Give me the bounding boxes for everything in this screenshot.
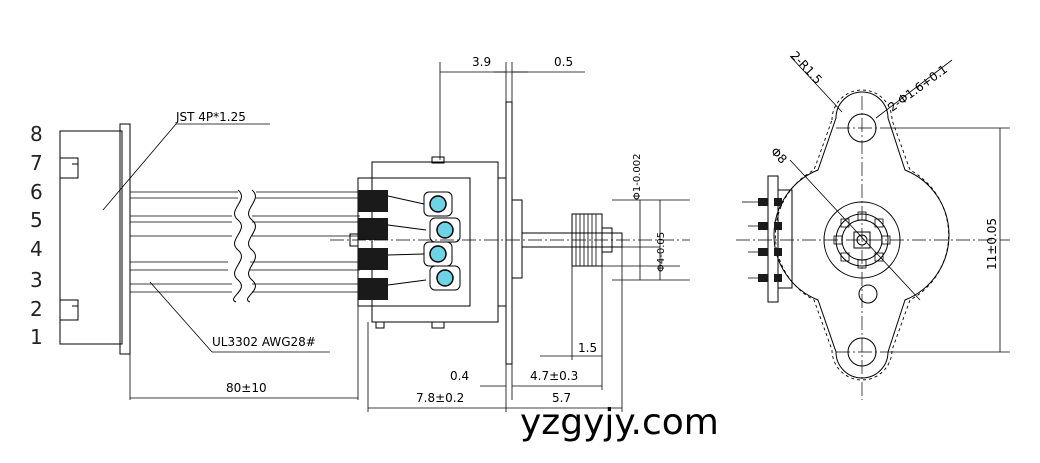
radius-label: 2-R1.5 — [788, 48, 825, 86]
pin-number: 4 — [30, 237, 43, 261]
pin-numbers: 8 7 6 5 4 3 2 1 — [30, 122, 43, 349]
dim-4-7: 4.7±0.3 — [530, 369, 578, 383]
pin-number: 6 — [30, 180, 43, 204]
watermark: yzgyjy.com — [520, 402, 719, 443]
jst-connector — [59, 123, 131, 355]
dim-1-5: 1.5 — [578, 341, 597, 355]
pin-number: 7 — [30, 151, 43, 175]
terminal-blocks — [358, 190, 388, 300]
dim-gear-diameter: Φ4-0.05 — [656, 232, 667, 272]
dim-5-7: 5.7 — [552, 391, 571, 405]
front-view — [742, 89, 950, 381]
pcd-label: Φ8 — [768, 144, 790, 166]
cable-label: UL3302 AWG28# — [212, 335, 316, 349]
leader-labels: JST 4P*1.25 UL3302 AWG28# — [102, 110, 330, 353]
pin-number: 2 — [30, 297, 43, 321]
connector-label: JST 4P*1.25 — [175, 110, 246, 124]
wire-leads — [387, 195, 427, 286]
dim-3-9: 3.9 — [472, 55, 491, 69]
dim-11: 11±0.05 — [985, 218, 999, 270]
dim-80: 80±10 — [226, 381, 267, 395]
cable-bundle — [130, 189, 360, 303]
dim-7-8: 7.8±0.2 — [416, 391, 464, 405]
pin-number: 8 — [30, 122, 43, 146]
dim-0-5: 0.5 — [554, 55, 573, 69]
front-centerlines — [736, 96, 1010, 400]
motor-body — [349, 101, 523, 365]
dim-0-4: 0.4 — [450, 369, 469, 383]
solder-pads — [423, 191, 461, 291]
dim-shaft-diameter: Φ1-0.002 — [632, 154, 643, 200]
pin-number: 3 — [30, 268, 43, 292]
holes-label: 2-Φ1.6+0.1 — [886, 62, 951, 114]
pin-number: 5 — [30, 208, 43, 232]
side-dimensions: 3.9 0.5 80±10 1.5 0.4 4.7±0.3 7.8±0.2 5.… — [129, 55, 690, 412]
front-dimensions: 11±0.05 2-R1.5 2-Φ1.6+0.1 Φ8 — [768, 48, 1010, 353]
pin-number: 1 — [30, 325, 43, 349]
